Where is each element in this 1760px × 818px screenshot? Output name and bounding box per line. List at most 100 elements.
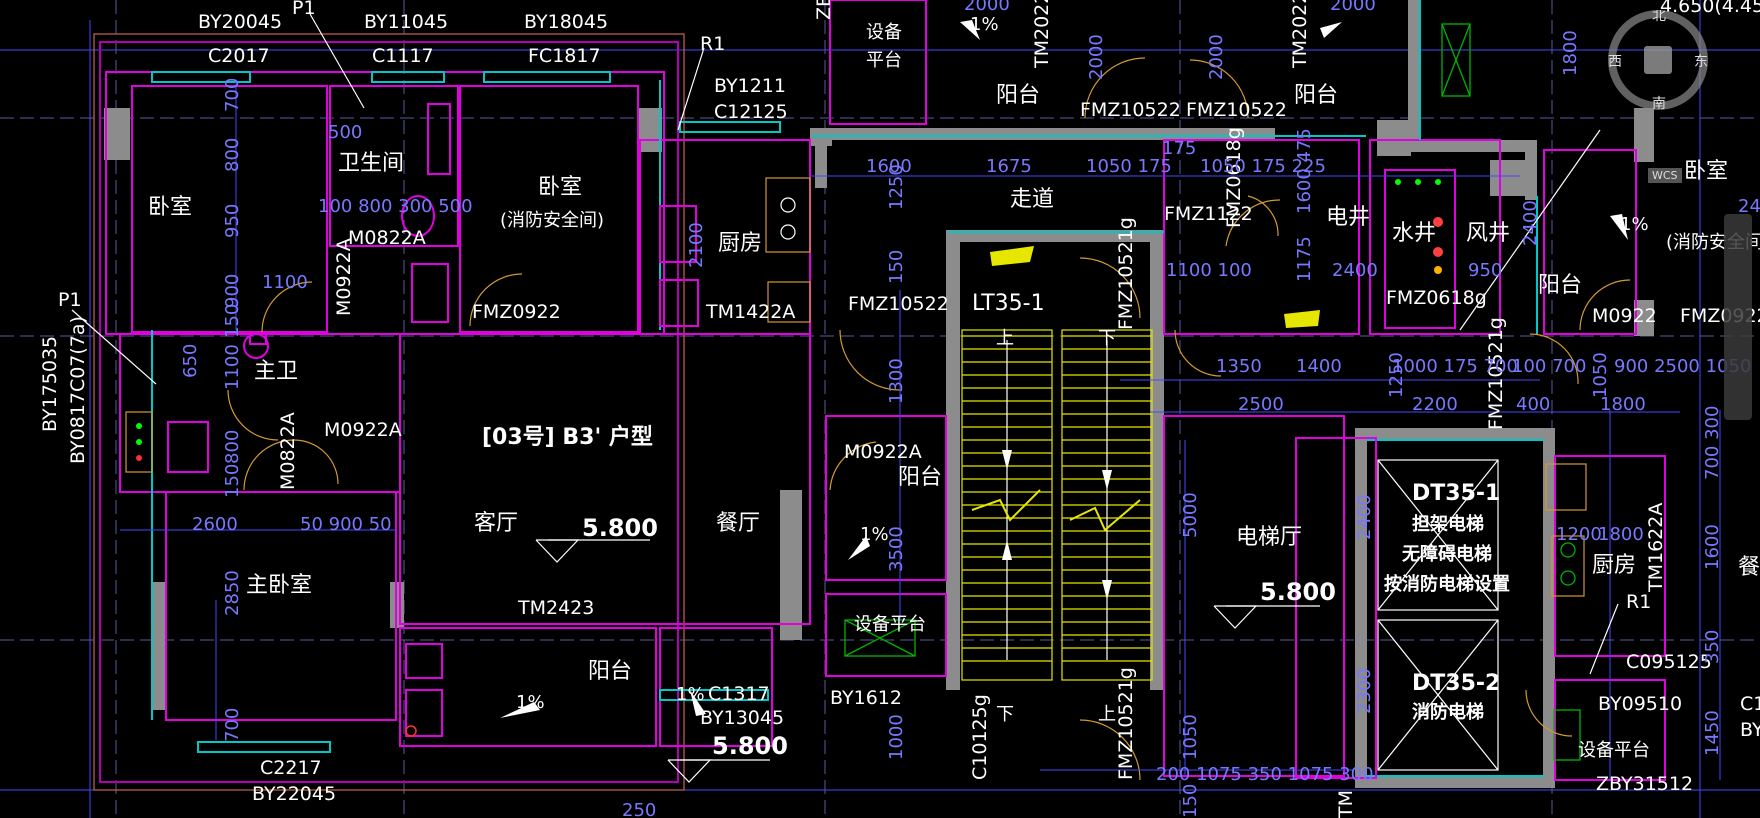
dimension-lines	[120, 80, 1721, 780]
room-living: 客厅	[474, 511, 518, 536]
dim-1800: 1800	[1560, 30, 1581, 76]
code-by1211: BY1211	[714, 75, 786, 97]
walls	[104, 0, 1654, 788]
code-fmz0618-v: FMZ0618g	[1223, 127, 1245, 228]
dim-5000: 5000	[1180, 492, 1201, 538]
unit-title: [03号] B3' 户型	[482, 424, 653, 450]
code-c10125: C10125g	[969, 694, 991, 780]
dim-1450: 1450	[1702, 710, 1723, 756]
code-fmz10521-b: FMZ10521g	[1115, 667, 1137, 780]
dim-200: 200 1075 350 1075 300	[1156, 764, 1374, 785]
dim-2600: 2600	[192, 514, 238, 535]
slope-5: 1%	[970, 14, 999, 35]
dim-400: 400	[1516, 394, 1550, 415]
code-tm-bottom: TM	[1335, 790, 1357, 818]
stair	[961, 246, 1320, 681]
dim-2000d: 2000	[1330, 0, 1376, 15]
code-zby31512: ZBY31512	[1596, 773, 1693, 795]
code-ze: ZE	[813, 0, 835, 20]
code-p1-left: P1	[58, 289, 82, 311]
compass-south: 南	[1652, 96, 1666, 110]
room-balcony-mid: 阳台	[898, 465, 942, 490]
dim-2100: 2100	[686, 222, 707, 268]
dim-1800b: 1800	[1600, 394, 1646, 415]
outer-boundary	[93, 33, 685, 791]
leaders	[71, 13, 1619, 675]
room-equip-mid: 设备平台	[854, 614, 926, 635]
dim-2850: 2850	[222, 570, 243, 616]
code-by0817c07: BY0817C07(7a)	[67, 316, 89, 464]
unit-title-group: [03号] B3' 户型	[482, 424, 653, 450]
code-c2017: C2017	[208, 45, 270, 67]
dim-950: 950	[222, 204, 243, 238]
room-dining-e: 餐	[1738, 555, 1760, 580]
dim-175: 175	[1162, 138, 1196, 159]
elevation-elevator-hall: 5.800	[1260, 578, 1336, 606]
elevator-1-line1: 担架电梯	[1412, 513, 1484, 535]
nav-bar-edge[interactable]	[1724, 214, 1752, 420]
dim-250: 250	[622, 800, 656, 818]
dim-1600: 1600	[866, 156, 912, 177]
code-c1-right: C1	[1740, 693, 1760, 715]
room-fire-safe: (消防安全间)	[500, 210, 604, 231]
dim-700e: 700 300	[1702, 406, 1723, 480]
dim-1050v: 1050	[1180, 714, 1201, 760]
room-toilet: 卫生间	[338, 151, 404, 176]
code-tm1422a: TM1422A	[705, 301, 795, 323]
windows	[151, 0, 1544, 777]
dim-1050b: 1050 175 225	[1200, 156, 1326, 177]
dim-1050: 1050 175	[1086, 156, 1172, 177]
slope-arrows	[500, 20, 1628, 718]
code-fmz10522-b: FMZ10522	[1080, 99, 1181, 121]
code-tm2423: TM2423	[517, 597, 594, 619]
code-fmz10522-c: FMZ10522	[1186, 99, 1287, 121]
code-fmz10521: FMZ10521g	[1115, 217, 1137, 330]
elevators	[1295, 437, 1499, 779]
shafts	[844, 23, 1471, 657]
dim-900: 900	[222, 274, 243, 308]
elevation-markers	[535, 539, 1320, 783]
room-bedroom-nw: 卧室	[148, 195, 192, 220]
code-fmz0922: FMZ0922	[472, 301, 561, 323]
code-by18045: BY18045	[524, 11, 608, 33]
code-fmz1122: FMZ1122	[1164, 203, 1253, 225]
room-balcony-e: 阳台	[1538, 273, 1582, 298]
code-m0922a-2: M0922A	[324, 419, 402, 441]
dim-2400b: 2400	[1332, 260, 1378, 281]
dim-800b: 800	[222, 430, 243, 464]
compass-widget[interactable]: 北 南 西 东	[1608, 10, 1708, 110]
dim-2300: 2300	[1354, 668, 1375, 714]
elevator-2-line1: 消防电梯	[1412, 701, 1484, 723]
dim-650: 650	[180, 344, 201, 378]
elevation-living: 5.800	[582, 514, 658, 542]
dim-2400: 2400	[1354, 494, 1375, 540]
stair-down-2: 下	[996, 704, 1014, 725]
room-master-bath: 主卫	[254, 359, 298, 384]
code-by1612: BY1612	[830, 687, 902, 709]
dim-500: 500	[328, 122, 362, 143]
dim-150: 150	[222, 304, 243, 338]
room-kitchen-a: 厨房	[718, 231, 762, 256]
dim-350: 350	[1702, 630, 1723, 664]
code-by22045: BY22045	[252, 783, 336, 805]
wcs-badge[interactable]: WCS	[1648, 168, 1682, 183]
code-m0922a-v: M0922A	[333, 238, 355, 316]
room-bedroom-fire: 卧室	[538, 175, 582, 200]
dim-24: 24	[1738, 196, 1760, 217]
dim-1000v: 1000	[886, 714, 907, 760]
dim-1250: 1250	[886, 164, 907, 210]
dim-2000b: 2000	[1086, 34, 1107, 80]
component-codes: BY20045 P1 BY11045 BY18045 C2017 C1117 F…	[39, 0, 1760, 818]
dim-2500: 2500	[1238, 394, 1284, 415]
dim-1350: 1350	[1216, 356, 1262, 377]
code-r1-right: R1	[1626, 591, 1651, 613]
dim-150v: 150	[1180, 784, 1201, 818]
partitions	[105, 0, 1666, 781]
elevation-balcony: 5.800	[712, 732, 788, 760]
room-equip-se: 设备平台	[1578, 740, 1650, 761]
stair-up-2: 上	[1098, 704, 1116, 725]
slope-3: 1%	[1620, 214, 1649, 235]
code-fmz1052-v: FMZ10521g	[1485, 317, 1507, 430]
code-r1-top: R1	[700, 33, 725, 55]
dim-1600b: 1600 475	[1294, 128, 1315, 214]
